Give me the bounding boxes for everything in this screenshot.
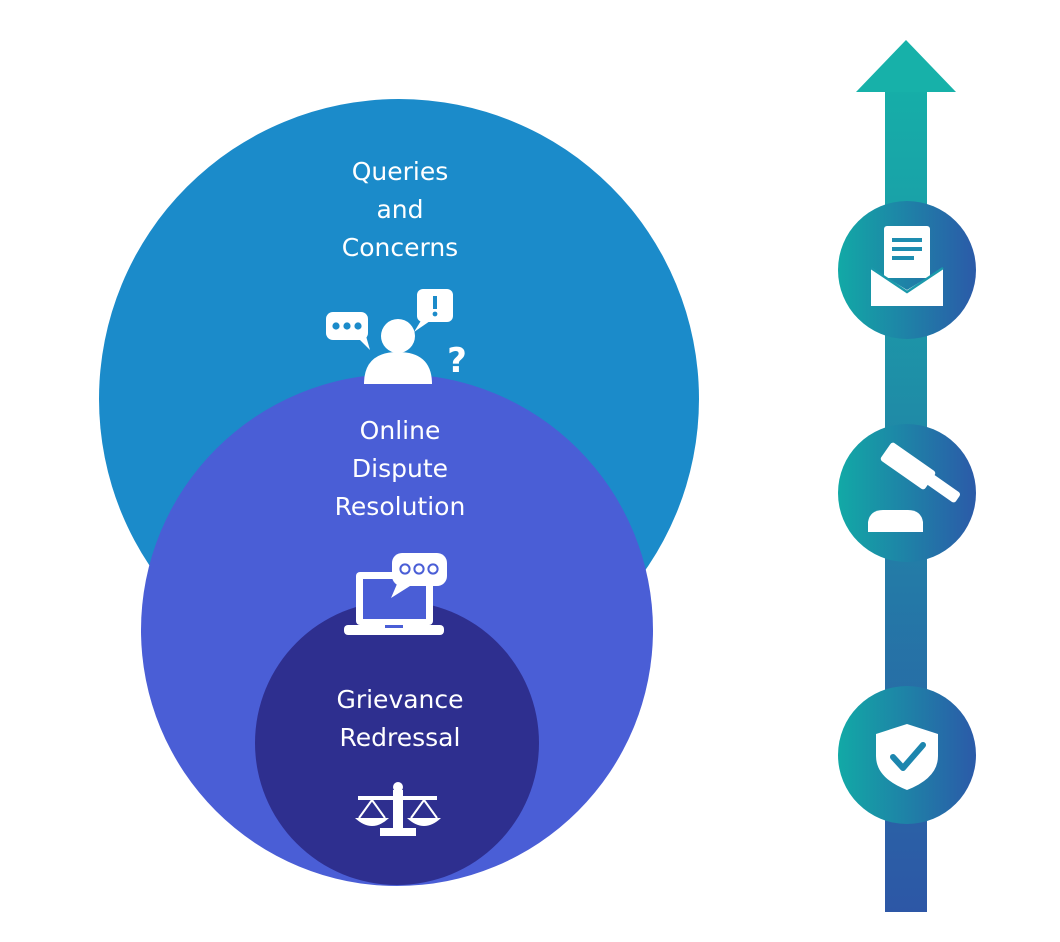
scales-of-justice-icon [355, 782, 441, 836]
label-online-dispute-resolution: Online Dispute Resolution [335, 412, 466, 526]
person-with-chat-bubbles-icon: ? [326, 289, 467, 384]
laptop-chat-icon [344, 553, 447, 635]
shield-check-icon [876, 724, 938, 790]
gavel-icon [868, 442, 961, 532]
label-line: Redressal [339, 723, 461, 752]
label-line: and [376, 195, 424, 224]
label-line: Online [359, 416, 441, 445]
step-badge-envelope [838, 201, 976, 339]
label-line: Concerns [341, 233, 459, 262]
label-grievance-redressal: Grievance Redressal [336, 681, 463, 757]
step-badge-shield [838, 686, 976, 824]
label-line: Resolution [334, 492, 466, 521]
label-queries-and-concerns: Queries and Concerns [342, 153, 458, 267]
svg-text:?: ? [447, 341, 467, 381]
label-line: Grievance [336, 685, 464, 714]
arrow-head [856, 40, 956, 92]
step-badge-gavel [838, 424, 976, 562]
envelope-document-icon [870, 226, 944, 306]
circle-grievance-redressal [255, 601, 539, 885]
label-line: Dispute [351, 454, 449, 483]
label-line: Queries [351, 157, 449, 186]
